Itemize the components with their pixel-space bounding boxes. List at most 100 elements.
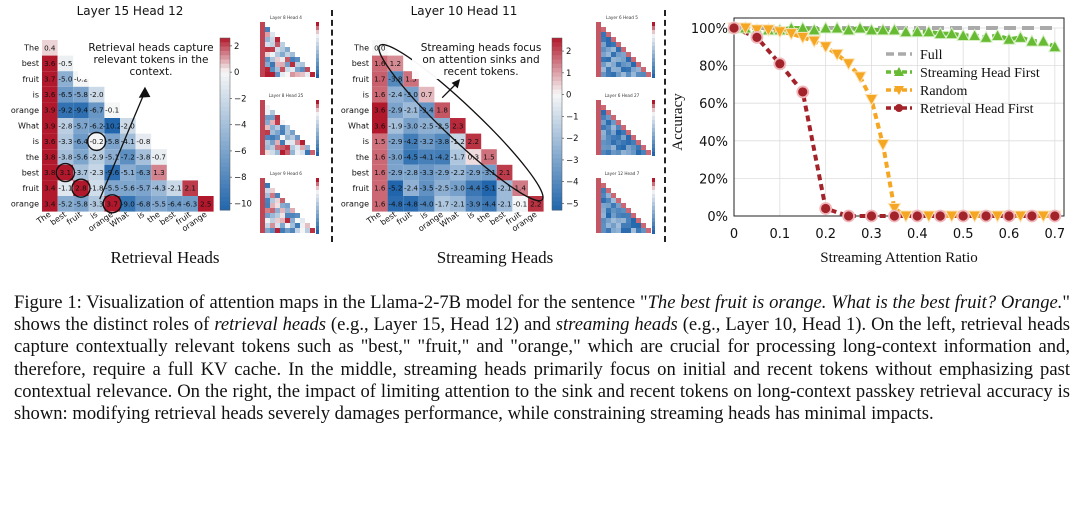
mini-heatmap-cell [596, 208, 601, 213]
mini-heatmap-cell [621, 125, 626, 130]
heatmap-cell-value: 1.6 [374, 152, 386, 161]
mini-heatmap-cell [611, 203, 616, 208]
heatmap-cell-value: -3.8 [388, 74, 402, 83]
mini-heatmap-cell [295, 228, 300, 233]
mini-heatmap: Layer 8 Head 25 [260, 93, 319, 156]
heatmap-cell-value: 0.0 [374, 43, 386, 52]
mini-heatmap-cell [621, 203, 626, 208]
mini-colorbar-segment [652, 140, 655, 144]
mini-heatmap-cell [275, 223, 280, 228]
colorbar-segment [552, 154, 562, 159]
mini-heatmap-cell [285, 130, 290, 135]
diagonal-highlight-ellipse [378, 43, 544, 202]
colorbar-segment [220, 179, 230, 185]
heatmap-cell-value: -4.2 [435, 152, 449, 161]
heatmap-cell-value: 1.7 [374, 74, 385, 83]
colorbar-segment [552, 167, 562, 172]
mini-heatmap-cell [265, 125, 270, 130]
mini-heatmap-cell [275, 130, 280, 135]
mini-heatmap-cell [295, 57, 300, 62]
mini-heatmap-cell [265, 223, 270, 228]
heatmap-cell [403, 102, 419, 118]
heatmap-cell [465, 180, 482, 196]
data-point [921, 210, 936, 224]
mini-heatmap-cell [596, 22, 601, 27]
streaming-annotation-line-1: Streaming heads focus [420, 42, 542, 54]
mini-heatmap-cell [275, 57, 280, 62]
colorbar-segment [220, 205, 230, 211]
heatmap-cell-value: 3.6 [374, 121, 386, 130]
colorbar-segment [220, 175, 230, 181]
mini-heatmap-cell [280, 203, 285, 208]
mini-heatmap-cell [275, 135, 280, 140]
heatmap-cell-value: -2.8 [404, 168, 418, 177]
mini-heatmap-cell [606, 62, 611, 67]
colorbar-segment [552, 46, 562, 52]
mini-heatmap-cell [310, 228, 315, 233]
mini-heatmap-cell [260, 22, 265, 27]
mini-heatmap-title: Layer 8 Head 4 [270, 15, 302, 20]
heatmap-cell-value: -2.1 [168, 184, 182, 193]
heatmap-cell-value: -0.1 [513, 199, 527, 208]
mini-heatmap-cell [616, 208, 621, 213]
mini-heatmap-cell [636, 72, 641, 77]
row-token-label: The [23, 44, 39, 53]
colorbar-segment [552, 55, 562, 60]
mini-colorbar-segment [652, 136, 655, 140]
mini-heatmap-cell [265, 52, 270, 57]
mini-heatmap-cell [265, 228, 270, 233]
mini-heatmap-cell [596, 110, 601, 115]
heatmap-cell-value: 1.5 [405, 74, 416, 83]
heatmap-cell-value: 1.6 [374, 90, 386, 99]
colorbar-segment [552, 132, 562, 138]
mini-heatmap-cell [280, 198, 285, 203]
data-point [990, 210, 1005, 224]
heatmap-cell-value: -2.0 [121, 121, 135, 130]
colorbar-segment [220, 111, 230, 116]
mini-colorbar-segment [652, 30, 655, 34]
mini-heatmap-cell [616, 125, 621, 130]
heatmap-cell-value: -9.6 [105, 168, 119, 177]
mini-heatmap-cell [285, 125, 290, 130]
heatmap-cell [372, 164, 388, 181]
heatmap-cell [372, 196, 388, 212]
colorbar-segment [552, 76, 562, 82]
heatmap-cell [42, 86, 58, 103]
column-token-label: fruit [395, 210, 414, 227]
mini-heatmap-cell [621, 150, 626, 155]
mini-heatmap-cell [596, 178, 601, 183]
heatmap-cell [120, 196, 136, 212]
mini-heatmap-cell [285, 67, 290, 72]
heatmap-cell [418, 102, 435, 118]
colorbar-segment [552, 145, 562, 151]
data-point [1036, 34, 1051, 47]
colorbar-tick-label: 1 [566, 69, 571, 79]
heatmap-cell-value: -5.0 [58, 74, 72, 83]
colorbar-segment [552, 81, 562, 86]
heatmap-cell-value: 1.8 [436, 106, 448, 115]
mini-heatmap-cell [611, 52, 616, 57]
heatmap-cell [418, 133, 435, 150]
colorbar-segment [220, 154, 230, 159]
mini-heatmap-cell [606, 37, 611, 42]
heatmap-cell [57, 133, 74, 150]
heatmap-cell [166, 196, 183, 212]
data-point [818, 20, 833, 34]
mini-heatmap-cell [626, 145, 631, 150]
heatmap-cell-value: -1.8 [90, 184, 104, 193]
heatmap-cell [450, 149, 466, 165]
heatmap-cell [481, 180, 497, 196]
mini-heatmap-cell [616, 52, 621, 57]
colorbar-tick-label: −8 [234, 173, 247, 183]
mini-heatmap-cell [265, 140, 270, 145]
heatmap-cell-value: -2.5 [435, 121, 449, 130]
mini-heatmap-cell [606, 72, 611, 77]
colorbar-segment [552, 205, 562, 211]
mini-heatmap-cell [596, 223, 601, 228]
data-point [750, 31, 764, 44]
colorbar-segment [220, 85, 230, 91]
heatmap-cell-value: -5.8 [74, 199, 88, 208]
heatmap-cell [403, 164, 419, 181]
mini-colorbar-segment [316, 116, 319, 120]
mini-colorbar-segment [316, 46, 319, 50]
